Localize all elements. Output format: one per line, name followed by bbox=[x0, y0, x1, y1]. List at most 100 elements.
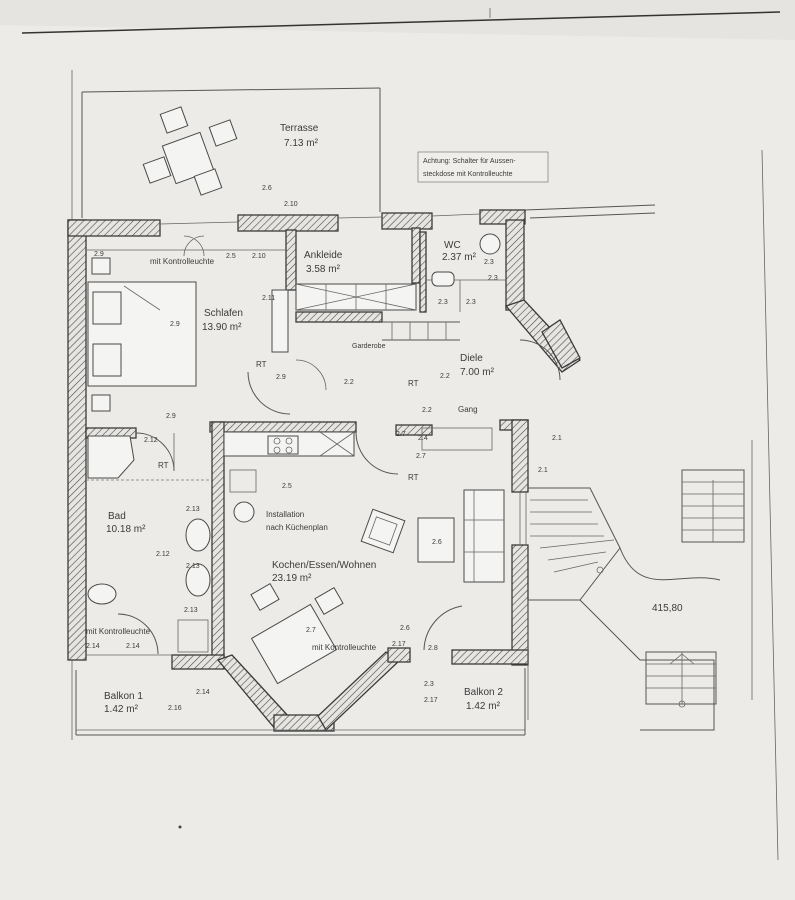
circuit-code: 2.9 bbox=[170, 321, 180, 328]
circuit-code: 2.9 bbox=[94, 251, 104, 258]
circuit-code: 2.7 bbox=[416, 453, 426, 460]
warning-note-line1: Achtung: Schalter für Aussen- bbox=[423, 158, 516, 165]
circuit-code: 2.13 bbox=[186, 563, 200, 570]
sofa-icon bbox=[463, 489, 505, 583]
dining-table-icon bbox=[250, 583, 344, 685]
circuit-code: 2.3 bbox=[424, 681, 434, 688]
circuit-code: 2.10 bbox=[252, 253, 266, 260]
rt-label: RT bbox=[158, 461, 169, 470]
circuit-code: 2.3 bbox=[484, 259, 494, 266]
bad-area: 10.18 m² bbox=[106, 524, 146, 535]
rt-label: RT bbox=[408, 473, 419, 482]
rt-label: RT bbox=[256, 360, 267, 369]
toilet-icon bbox=[431, 271, 455, 287]
gang-name: Gang bbox=[458, 405, 478, 414]
circuit-code: 2.12 bbox=[156, 551, 170, 558]
wc-area: 2.37 m² bbox=[442, 252, 477, 263]
outdoor-stairs-lower bbox=[645, 651, 717, 708]
balkon2-area: 1.42 m² bbox=[466, 701, 501, 712]
wc-name: WC bbox=[444, 240, 461, 251]
circuit-code: 2.9 bbox=[276, 374, 286, 381]
terrace-name: Terrasse bbox=[280, 123, 319, 134]
paper-mark bbox=[178, 825, 182, 829]
terrace-area: 7.13 m² bbox=[284, 138, 319, 149]
nightstand-icon bbox=[91, 394, 111, 412]
interior-lines bbox=[75, 213, 527, 736]
circuit-code: 2.7 bbox=[306, 627, 316, 634]
circuit-code: 2.4 bbox=[418, 435, 428, 442]
rt-label: RT bbox=[408, 379, 419, 388]
bad-name: Bad bbox=[108, 511, 126, 522]
shower-icon bbox=[87, 435, 135, 479]
circuit-code: 2.5 bbox=[282, 483, 292, 490]
circuit-code: 2.2 bbox=[440, 373, 450, 380]
outdoor-stairs-upper bbox=[681, 469, 745, 543]
kochen-area: 23.19 m² bbox=[272, 573, 312, 584]
installation-note-line2: nach Küchenplan bbox=[266, 523, 328, 532]
circuit-code: 2.14 bbox=[86, 643, 100, 650]
warning-note bbox=[417, 151, 549, 183]
terrace-table-icon bbox=[142, 106, 238, 196]
circuit-code: 2.17 bbox=[392, 641, 406, 648]
diele-name: Diele bbox=[460, 353, 483, 364]
garderobe-label: Garderobe bbox=[352, 343, 386, 350]
circuit-code: 2.3 bbox=[488, 275, 498, 282]
kitchen-counter bbox=[223, 431, 355, 523]
schlafen-name: Schlafen bbox=[204, 308, 243, 319]
elevation-label: 415,80 bbox=[652, 603, 683, 614]
washbasin-icon bbox=[185, 563, 211, 597]
circuit-code: 2.13 bbox=[186, 506, 200, 513]
circuit-code: 2.6 bbox=[262, 185, 272, 192]
circuit-code: 2.8 bbox=[428, 645, 438, 652]
ankleide-area: 3.58 m² bbox=[306, 264, 341, 275]
circuit-code: 2.2 bbox=[344, 379, 354, 386]
door-swings bbox=[117, 235, 561, 655]
circuit-code: 2.16 bbox=[168, 705, 182, 712]
circuit-code: 2.3 bbox=[466, 299, 476, 306]
diele-area: 7.00 m² bbox=[460, 367, 495, 378]
schlafen-control-light-note: mit Kontrolleuchte bbox=[150, 257, 215, 266]
coffee-table-icon bbox=[417, 517, 455, 563]
kochen-name: Kochen/Essen/Wohnen bbox=[272, 560, 376, 571]
toilet-icon bbox=[87, 583, 117, 605]
warning-note-line2: steckdose mit Kontrolleuchte bbox=[423, 171, 513, 178]
circuit-code: 2.12 bbox=[144, 437, 158, 444]
bath-cabinet bbox=[177, 619, 209, 653]
staircase bbox=[527, 487, 721, 731]
terrace-outline bbox=[81, 87, 381, 218]
washbasin-icon bbox=[185, 518, 211, 552]
circuit-code: 2.6 bbox=[432, 539, 442, 546]
circuit-code: 2.10 bbox=[284, 201, 298, 208]
balkon1-area: 1.42 m² bbox=[104, 704, 139, 715]
nightstand-icon bbox=[91, 257, 111, 275]
paper-shadow bbox=[0, 0, 795, 40]
circuit-code: 2.17 bbox=[424, 697, 438, 704]
circuit-code: 2.6 bbox=[400, 625, 410, 632]
wardrobe-icon bbox=[271, 283, 417, 353]
circuit-code: 2.3 bbox=[438, 299, 448, 306]
installation-note-line1: Installation bbox=[266, 510, 304, 519]
circuit-code: 2.1 bbox=[538, 467, 548, 474]
ankleide-name: Ankleide bbox=[304, 250, 343, 261]
circuit-code: 2.5 bbox=[226, 253, 236, 260]
circuit-code: 2.9 bbox=[166, 413, 176, 420]
bed-icon bbox=[87, 281, 197, 387]
sheet-top-line bbox=[21, 11, 781, 34]
circuit-code: 2.1 bbox=[552, 435, 562, 442]
schlafen-area: 13.90 m² bbox=[202, 322, 242, 333]
circuit-code: 2.14 bbox=[196, 689, 210, 696]
armchair-icon bbox=[360, 508, 406, 554]
balkon1-name: Balkon 1 bbox=[104, 691, 143, 702]
circuit-code: 2.7 bbox=[396, 431, 406, 438]
walls bbox=[67, 209, 581, 732]
washbasin-icon bbox=[479, 233, 501, 255]
circuit-code: 2.2 bbox=[422, 407, 432, 414]
circuit-code: 2.14 bbox=[126, 643, 140, 650]
circuit-code: 2.11 bbox=[262, 295, 275, 302]
circuit-codes: 2.6 2.10 2.5 2.10 2.9 2.11 2.9 2.9 2.9 2… bbox=[86, 185, 562, 712]
bad-control-light-note: mit Kontrolleuchte bbox=[86, 627, 151, 636]
circuit-code: 2.13 bbox=[184, 607, 198, 614]
balkon2-name: Balkon 2 bbox=[464, 687, 503, 698]
kochen-control-light-note: mit Kontrolleuchte bbox=[312, 643, 377, 652]
